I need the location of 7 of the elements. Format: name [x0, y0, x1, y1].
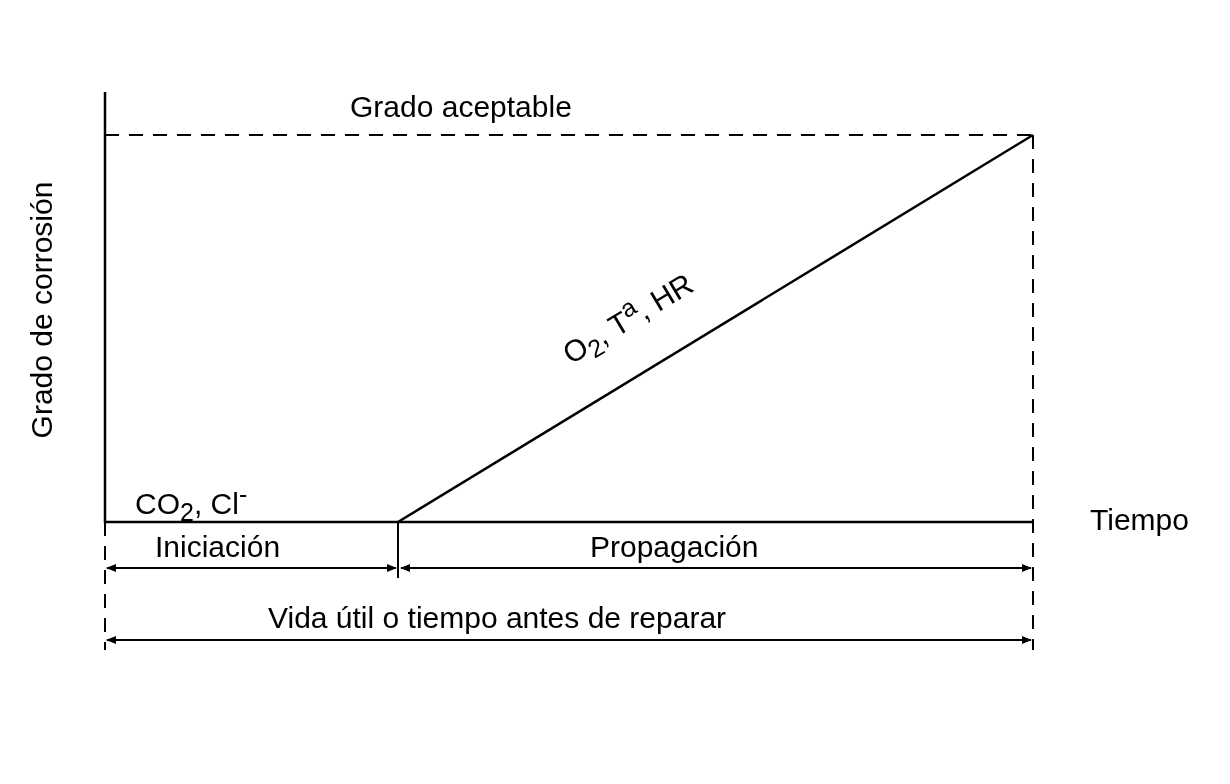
- threshold-label: Grado aceptable: [350, 92, 572, 122]
- phase-label: Propagación: [590, 532, 759, 562]
- period-label: Vida útil o tiempo antes de reparar: [268, 603, 727, 633]
- axis-title: Tiempo: [1090, 505, 1189, 535]
- axis-title: Grado de corrosión: [26, 181, 57, 439]
- phase-label: Iniciación: [155, 532, 281, 562]
- agent-label: CO$_{2}$, Cl$^{-}$: [135, 482, 248, 525]
